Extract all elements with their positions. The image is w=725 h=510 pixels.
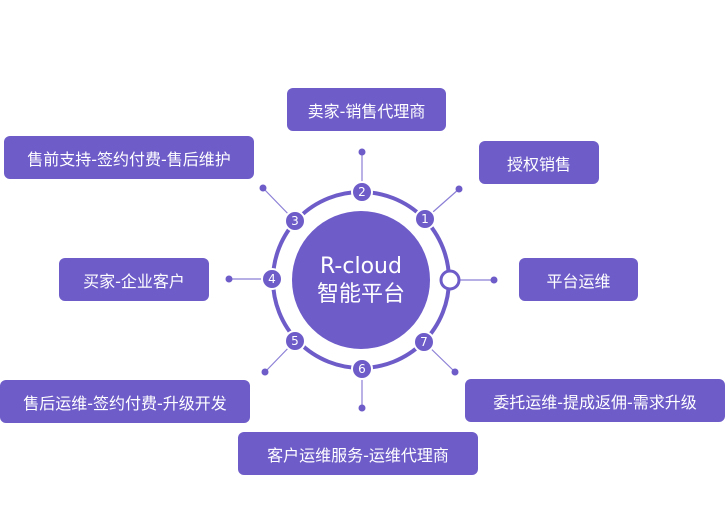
node-box-3: 售前支持-签约付费-售后维护 xyxy=(4,136,254,179)
node-box-2: 卖家-销售代理商 xyxy=(287,88,446,131)
svg-text:3: 3 xyxy=(291,214,299,228)
svg-text:6: 6 xyxy=(358,362,366,376)
center-circle xyxy=(292,211,430,349)
ring-marker-3: 3 xyxy=(284,210,306,232)
ring-marker-2: 2 xyxy=(351,181,373,203)
node-box-6: 客户运维服务-运维代理商 xyxy=(238,432,478,475)
node-box-platform: 平台运维 xyxy=(519,258,638,301)
ring-marker-6: 6 xyxy=(351,358,373,380)
connector-dots xyxy=(225,148,498,412)
node-box-7: 委托运维-提成返佣-需求升级 xyxy=(465,379,725,422)
node-box-1: 授权销售 xyxy=(479,141,599,184)
ring-marker-7: 7 xyxy=(413,331,435,353)
center-title-line1: R-cloud xyxy=(320,254,402,279)
center-title: R-cloud 智能平台 xyxy=(292,236,430,326)
center-title-line2: 智能平台 xyxy=(316,282,405,307)
ring-marker-platform xyxy=(439,269,461,291)
ring-marker-5: 5 xyxy=(284,330,306,352)
ring-marker-4: 4 xyxy=(261,268,283,290)
svg-text:5: 5 xyxy=(291,334,299,348)
ring-marker-1: 1 xyxy=(414,208,436,230)
svg-text:7: 7 xyxy=(420,335,428,349)
svg-text:4: 4 xyxy=(268,272,276,286)
node-box-4: 买家-企业客户 xyxy=(59,258,209,301)
svg-text:1: 1 xyxy=(421,212,429,226)
svg-text:2: 2 xyxy=(358,185,366,199)
node-box-5: 售后运维-签约付费-升级开发 xyxy=(0,380,250,423)
